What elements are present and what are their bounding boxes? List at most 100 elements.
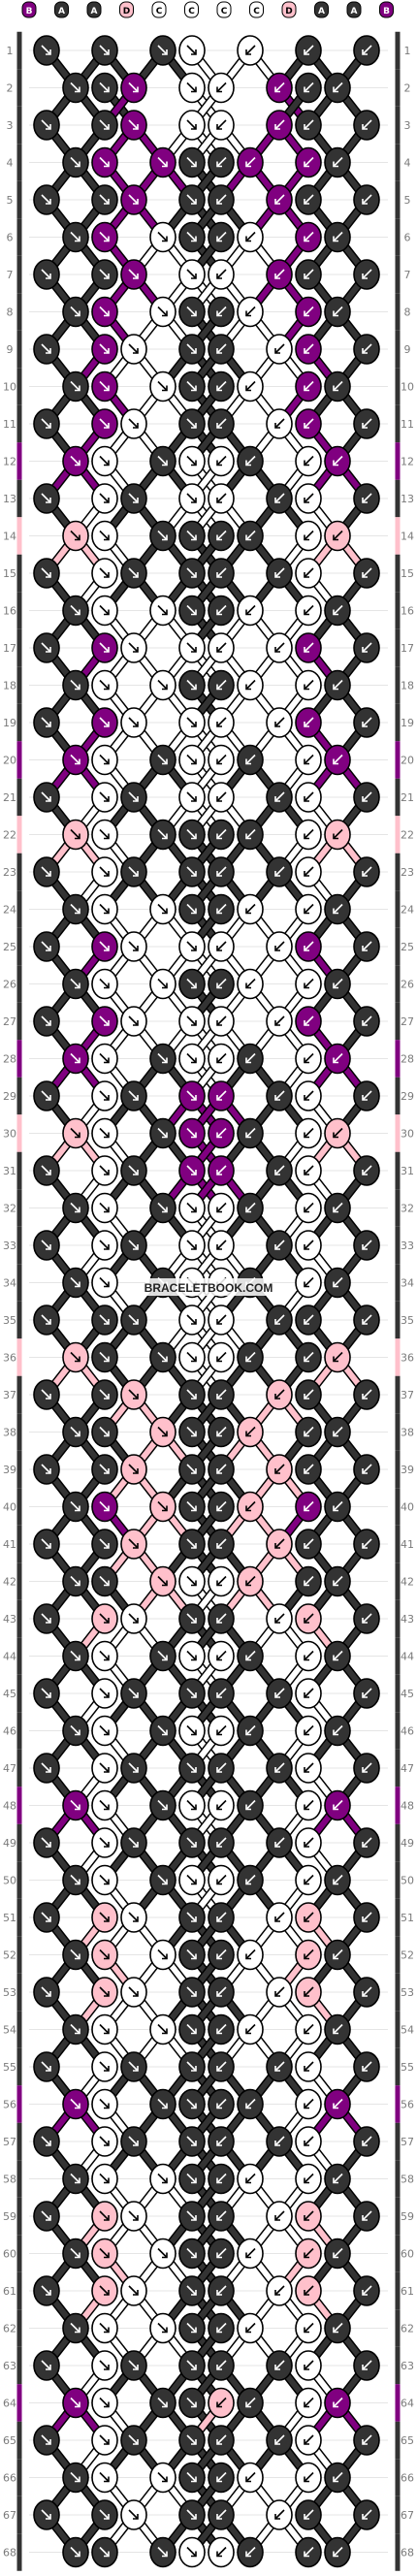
knot (178, 296, 206, 328)
knot (91, 819, 118, 851)
knot (266, 856, 293, 887)
arrow-icon (186, 493, 197, 503)
knot (149, 1491, 176, 1523)
arrow-head-icon (162, 2551, 168, 2558)
knot (237, 2013, 264, 2045)
knot (62, 1117, 89, 1149)
arrow-icon (41, 1762, 51, 1773)
knot (178, 1827, 206, 1858)
row-number-left: 7 (7, 269, 14, 281)
arrow-head-icon (46, 1468, 51, 1474)
arrow-icon (157, 2023, 168, 2035)
arrow-icon (216, 1575, 227, 1587)
arrow-icon (362, 194, 372, 205)
arrow-head-icon (75, 2327, 80, 2334)
arrow-head-icon (162, 1655, 168, 1661)
knot (91, 1491, 118, 1523)
knot (324, 1192, 351, 1224)
knot (266, 782, 293, 813)
row-number-right: 37 (401, 1389, 414, 1401)
knot (324, 1565, 351, 1597)
arrow-head-icon (304, 2103, 309, 2109)
arrow-icon (128, 1090, 139, 1101)
arrow-icon (216, 1986, 227, 1997)
arrow-head-icon (191, 199, 197, 205)
arrow-head-icon (304, 1916, 309, 1922)
row-number-left: 38 (3, 1427, 16, 1439)
knot (178, 1864, 206, 1896)
arrow-icon (304, 1464, 314, 1474)
arrow-icon (41, 343, 51, 354)
arrow-head-icon (191, 908, 197, 915)
knot (178, 1379, 206, 1410)
knot (353, 1379, 380, 1410)
arrow-icon (186, 1874, 197, 1885)
row-number-right: 60 (401, 2248, 414, 2261)
knot (178, 856, 206, 887)
arrow-head-icon (216, 1842, 222, 1848)
arrow-icon (333, 1948, 343, 1960)
arrow-icon (304, 2285, 314, 2296)
arrow-icon (99, 2210, 110, 2221)
arrow-head-icon (75, 1132, 80, 1139)
arrow-head-icon (333, 1580, 338, 1587)
strand-letter-text: A (318, 7, 325, 16)
arrow-head-icon (333, 2476, 338, 2483)
row-number-left: 66 (3, 2472, 16, 2485)
arrow-head-icon (75, 1505, 80, 1512)
knot (91, 1565, 118, 1597)
arrow-head-icon (216, 1543, 222, 1549)
arrow-head-icon (162, 310, 168, 317)
arrow-icon (70, 754, 80, 765)
knot (324, 1864, 351, 1896)
arrow-head-icon (104, 348, 110, 354)
knot (324, 669, 351, 701)
knot (266, 1080, 293, 1111)
knot (33, 35, 60, 66)
watermark: BRACELETBOOK.COM (144, 1278, 273, 1296)
arrow-head-icon (216, 460, 222, 467)
arrow-head-icon (245, 1057, 251, 1064)
knot (62, 744, 89, 776)
arrow-head-icon (191, 2365, 197, 2370)
arrow-icon (99, 1538, 110, 1549)
row-number-right: 35 (401, 1314, 414, 1327)
knot (353, 408, 380, 439)
arrow-head-icon (75, 1207, 80, 1213)
arrow-head-icon (191, 2327, 197, 2334)
knot (295, 370, 322, 402)
arrow-icon (216, 380, 227, 392)
arrow-icon (245, 380, 256, 392)
knot (208, 1454, 235, 1485)
arrow-head-icon (216, 1020, 222, 1026)
knot (178, 1753, 206, 1784)
arrow-icon (157, 1948, 168, 1960)
knot (295, 483, 322, 514)
arrow-icon (99, 380, 110, 392)
knot (91, 931, 118, 962)
knot (295, 2126, 322, 2157)
row-number-left: 33 (3, 1240, 16, 1252)
knot (149, 2088, 176, 2120)
arrow-icon (186, 903, 197, 915)
knot (295, 1902, 322, 1933)
row-number-right: 51 (401, 1912, 414, 1924)
arrow-head-icon (274, 2066, 280, 2072)
arrow-icon (99, 866, 110, 877)
arrow-icon (274, 269, 285, 279)
arrow-icon (216, 1090, 227, 1101)
arrow-head-icon (304, 1842, 309, 1848)
arrow-head-icon (191, 1170, 197, 1175)
arrow-head-icon (304, 722, 309, 727)
strand-letter-badge (281, 1, 297, 18)
strand-letter: B (379, 1, 394, 18)
row-number-right: 53 (401, 1986, 414, 1999)
arrow-head-icon (216, 572, 222, 578)
knot (178, 334, 206, 365)
arrow-head-icon (362, 2439, 368, 2445)
arrow-icon (99, 642, 110, 653)
arrow-head-icon (46, 1170, 51, 1175)
knot (149, 1715, 176, 1747)
knot (208, 1789, 235, 1821)
arrow-icon (41, 119, 51, 130)
